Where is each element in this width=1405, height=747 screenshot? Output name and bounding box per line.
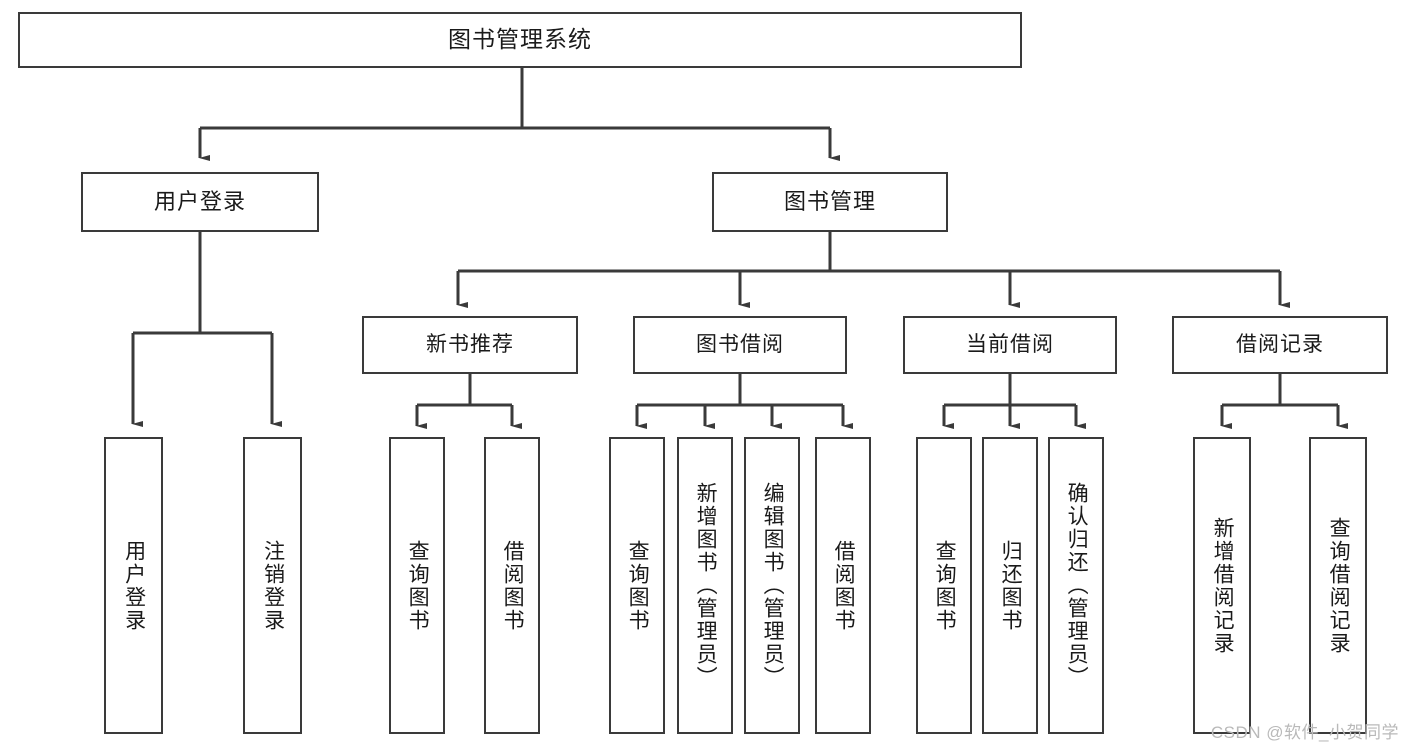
leaf-user-login[interactable]: 用户登录: [104, 437, 163, 734]
leaf-bookborrow-borrow-book[interactable]: 借阅图书: [815, 437, 871, 734]
node-root-label: 图书管理系统: [448, 26, 592, 53]
leaf-currentborrow-query-book[interactable]: 查询图书: [916, 437, 972, 734]
leaf-bookborrow-borrow-book-label: 借阅图书: [832, 539, 856, 632]
leaf-borrowrecord-add-record[interactable]: 新增借阅记录: [1193, 437, 1251, 734]
leaf-currentborrow-return-book[interactable]: 归还图书: [982, 437, 1038, 734]
node-new-book-recommend[interactable]: 新书推荐: [362, 316, 578, 374]
leaf-bookborrow-add-book-label: 新增图书（管理员）: [694, 482, 718, 689]
node-user-login-label: 用户登录: [153, 188, 246, 214]
node-book-borrow[interactable]: 图书借阅: [633, 316, 847, 374]
leaf-bookborrow-query-book-label: 查询图书: [626, 539, 650, 632]
leaf-bookborrow-query-book[interactable]: 查询图书: [609, 437, 665, 734]
leaf-currentborrow-confirm-return-label: 确认归还（管理员）: [1065, 482, 1089, 689]
node-root[interactable]: 图书管理系统: [18, 12, 1022, 68]
leaf-logout[interactable]: 注销登录: [243, 437, 302, 734]
node-current-borrow-label: 当前借阅: [966, 333, 1054, 357]
leaf-newbook-borrow-book-label: 借阅图书: [501, 539, 525, 632]
node-book-manage[interactable]: 图书管理: [712, 172, 948, 232]
leaf-currentborrow-confirm-return[interactable]: 确认归还（管理员）: [1048, 437, 1104, 734]
node-book-manage-label: 图书管理: [783, 188, 876, 214]
node-book-borrow-label: 图书借阅: [696, 333, 784, 357]
leaf-bookborrow-add-book[interactable]: 新增图书（管理员）: [677, 437, 733, 734]
leaf-user-login-label: 用户登录: [122, 539, 146, 632]
leaf-currentborrow-return-book-label: 归还图书: [999, 539, 1023, 632]
leaf-newbook-borrow-book[interactable]: 借阅图书: [484, 437, 540, 734]
node-borrow-record-label: 借阅记录: [1236, 333, 1324, 357]
leaf-newbook-query-book[interactable]: 查询图书: [389, 437, 445, 734]
leaf-newbook-query-book-label: 查询图书: [406, 539, 430, 632]
node-current-borrow[interactable]: 当前借阅: [903, 316, 1117, 374]
node-borrow-record[interactable]: 借阅记录: [1172, 316, 1388, 374]
leaf-bookborrow-edit-book[interactable]: 编辑图书（管理员）: [744, 437, 800, 734]
leaf-borrowrecord-query-record[interactable]: 查询借阅记录: [1309, 437, 1367, 734]
leaf-borrowrecord-query-record-label: 查询借阅记录: [1327, 516, 1351, 655]
leaf-currentborrow-query-book-label: 查询图书: [933, 539, 957, 632]
node-new-book-recommend-label: 新书推荐: [426, 333, 514, 357]
node-user-login[interactable]: 用户登录: [81, 172, 319, 232]
csdn-watermark: CSDN @软件_小贺同学: [1210, 723, 1399, 742]
leaf-bookborrow-edit-book-label: 编辑图书（管理员）: [761, 482, 785, 689]
leaf-borrowrecord-add-record-label: 新增借阅记录: [1211, 516, 1235, 655]
leaf-logout-label: 注销登录: [261, 539, 285, 632]
